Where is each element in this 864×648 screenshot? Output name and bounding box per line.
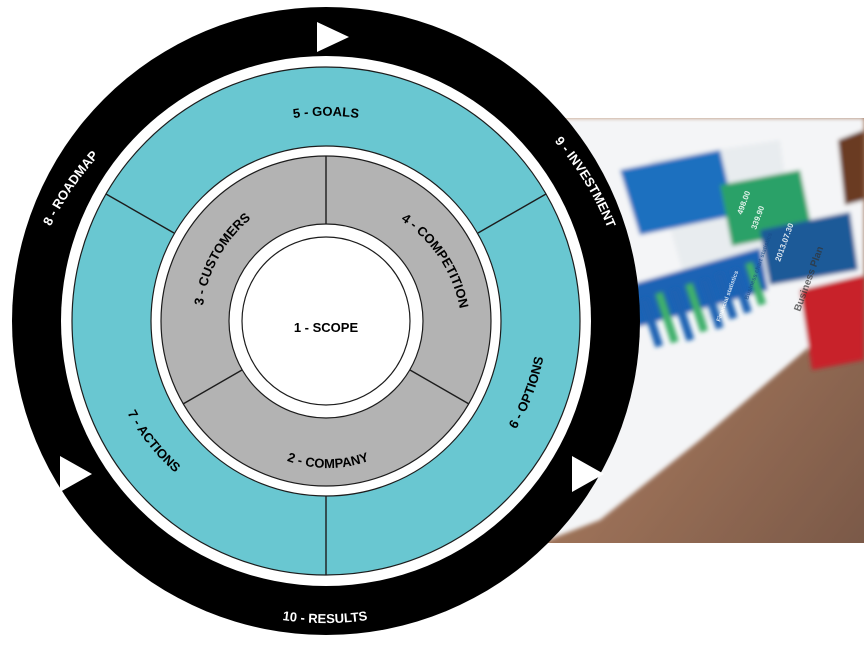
svg-text:5 - GOALS: 5 - GOALS	[292, 104, 360, 121]
arrow-left-icon	[60, 456, 92, 492]
arrow-right-icon	[572, 456, 604, 492]
label-company: 2 - COMPANY	[286, 449, 371, 471]
label-results: 10 - RESULTS	[282, 608, 369, 626]
middle-ring-dividers	[182, 156, 470, 405]
center-label: 1 - SCOPE	[294, 320, 359, 335]
center-circle	[241, 236, 411, 406]
business-plan-photo: 2013.07.30 339.90 498.00 Financial stati…	[540, 118, 864, 543]
label-goals: 5 - GOALS	[292, 104, 360, 121]
svg-text:2 - COMPANY: 2 - COMPANY	[286, 449, 371, 471]
arrow-top-icon	[317, 22, 349, 52]
outer-ring-dividers	[105, 193, 547, 575]
svg-text:10 - RESULTS: 10 - RESULTS	[282, 608, 369, 626]
photo-bars	[640, 261, 767, 348]
